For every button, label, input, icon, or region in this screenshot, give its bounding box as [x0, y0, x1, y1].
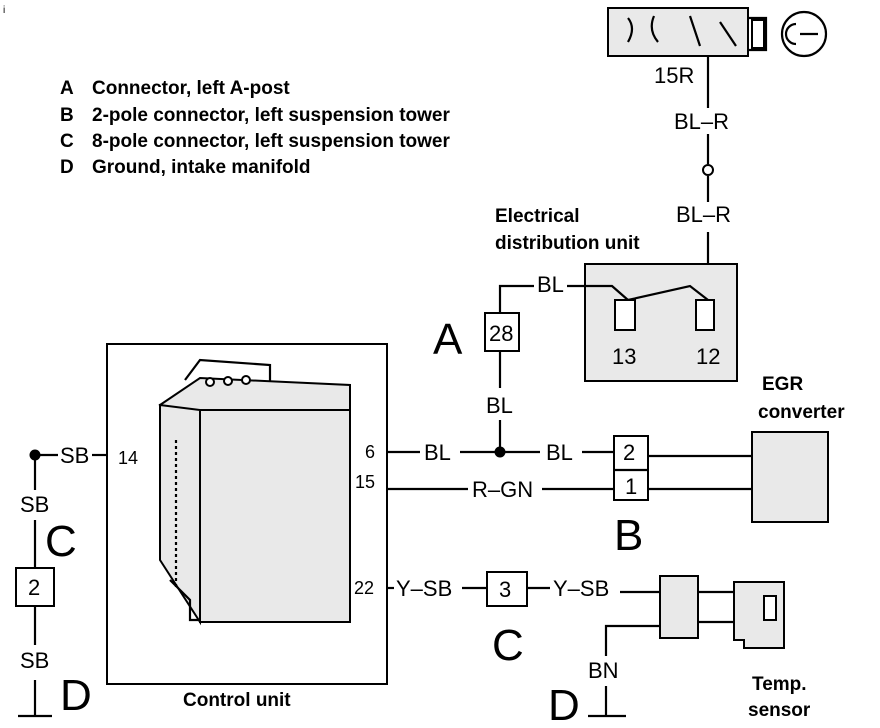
wire-label-cu-bl-right: BL — [546, 440, 573, 465]
ground-d-left-letter: D — [60, 671, 92, 720]
ground-d-bottom-letter: D — [548, 681, 580, 728]
connector-b-pin-1: 1 — [625, 474, 637, 499]
connector-b-pin-2: 2 — [623, 440, 635, 465]
legend-key-c: C — [60, 131, 74, 152]
legend-key-a: A — [60, 78, 74, 99]
connector-a-letter: A — [433, 315, 463, 364]
egr-converter-box — [751, 431, 829, 523]
connector-b-box — [613, 435, 649, 501]
distribution-unit-title-2: distribution unit — [495, 233, 640, 254]
legend-text-d: Ground, intake manifold — [92, 157, 311, 178]
splice-point — [702, 164, 714, 176]
control-unit-illustration — [158, 358, 351, 626]
junction-dot — [494, 446, 506, 458]
cu-pin-22: 22 — [354, 578, 374, 598]
wire-label-ysb-right: Y–SB — [553, 576, 609, 601]
wire-label-dist-bl: BL — [537, 272, 564, 297]
wire-label-sb-bottom: SB — [20, 648, 49, 673]
relay-symbol-icon — [780, 10, 828, 58]
wire-label-cu-bl-left: BL — [424, 440, 451, 465]
temp-sensor-title-1: Temp. — [752, 674, 807, 695]
legend-key-b: B — [60, 105, 74, 126]
wire-label-ysb-left: Y–SB — [396, 576, 452, 601]
fuse-label: 15R — [654, 63, 694, 88]
wire-label-bl-r-1: BL–R — [674, 109, 729, 134]
wire-label-bl-r-2: BL–R — [676, 202, 731, 227]
connector-c-left-pin: 2 — [28, 575, 40, 600]
wire-label-rgn: R–GN — [472, 477, 533, 502]
connector-b-letter: B — [614, 511, 643, 560]
connector-c-bottom-letter: C — [492, 621, 524, 670]
fuse-relay-block — [607, 7, 828, 58]
terminal-12-label: 12 — [696, 344, 720, 369]
connector-c-left-letter: C — [45, 517, 77, 566]
legend-text-b: 2-pole connector, left suspension tower — [92, 105, 450, 126]
connector-c-bottom-pin: 3 — [499, 577, 511, 602]
wire-label-sb-top: SB — [60, 443, 89, 468]
connector-a-box — [484, 312, 520, 352]
cu-pin-6: 6 — [365, 442, 375, 462]
corner-mark: i — [3, 5, 5, 16]
wire-label-sb-mid: SB — [20, 492, 49, 517]
connector-a-pin: 28 — [489, 321, 513, 346]
egr-title-1: EGR — [762, 374, 803, 395]
legend: A Connector, left A-post B 2-pole connec… — [60, 78, 450, 178]
cu-pin-14: 14 — [118, 448, 138, 468]
terminal-13-label: 13 — [612, 344, 636, 369]
terminal-13 — [614, 299, 636, 331]
legend-text-a: Connector, left A-post — [92, 78, 290, 99]
legend-text-c: 8-pole connector, left suspension tower — [92, 131, 450, 152]
terminal-12 — [695, 299, 715, 331]
distribution-unit-title-1: Electrical — [495, 206, 580, 227]
temp-sensor-title-2: sensor — [748, 700, 811, 721]
control-unit-label: Control unit — [183, 690, 291, 711]
temp-sensor-connector — [659, 575, 699, 639]
cu-pin-15: 15 — [355, 472, 375, 492]
wire-label-bn: BN — [588, 658, 619, 683]
legend-key-d: D — [60, 157, 74, 178]
wire-label-a-bl: BL — [486, 393, 513, 418]
egr-title-2: converter — [758, 402, 845, 423]
